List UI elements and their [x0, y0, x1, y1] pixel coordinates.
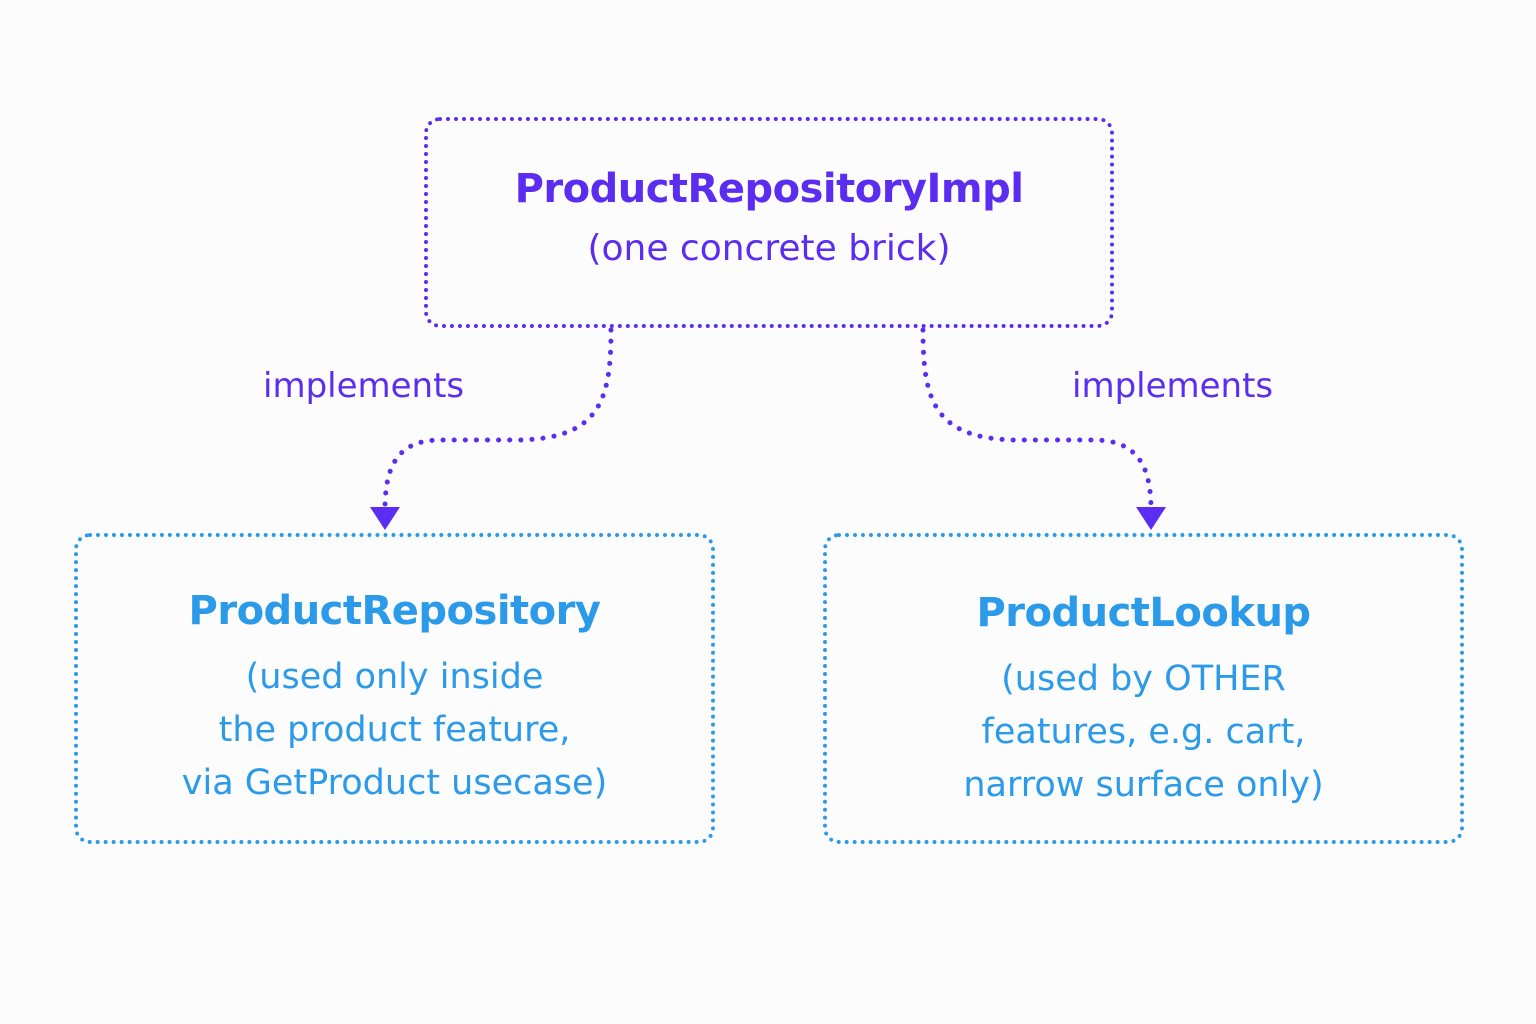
lookup-box: ProductLookup (used by OTHER features, e… — [823, 533, 1464, 844]
repository-box-line: via GetProduct usecase) — [181, 763, 608, 803]
implements-arrow-left — [382, 327, 614, 513]
impl-box: ProductRepositoryImpl (one concrete bric… — [424, 117, 1114, 328]
impl-box-subtitle: (one concrete brick) — [587, 228, 951, 269]
repository-box: ProductRepository (used only inside the … — [74, 533, 715, 844]
arrowhead-right-icon — [1136, 507, 1166, 530]
repository-box-title: ProductRepository — [188, 588, 601, 634]
repository-box-line: the product feature, — [218, 710, 571, 750]
arrowhead-left-icon — [370, 507, 400, 530]
implements-arrow-right — [920, 327, 1154, 513]
lookup-box-title: ProductLookup — [976, 590, 1311, 636]
lookup-box-description: (used by OTHER features, e.g. cart, narr… — [963, 653, 1323, 812]
repository-box-description: (used only inside the product feature, v… — [182, 651, 607, 810]
repository-box-line: (used only inside — [245, 657, 544, 697]
lookup-box-line: narrow surface only) — [963, 765, 1324, 805]
edge-label-left: implements — [263, 366, 465, 406]
edge-label-right: implements — [1072, 366, 1274, 406]
impl-box-title: ProductRepositoryImpl — [514, 166, 1024, 212]
lookup-box-line: features, e.g. cart, — [981, 712, 1306, 752]
lookup-box-line: (used by OTHER — [1001, 659, 1286, 699]
